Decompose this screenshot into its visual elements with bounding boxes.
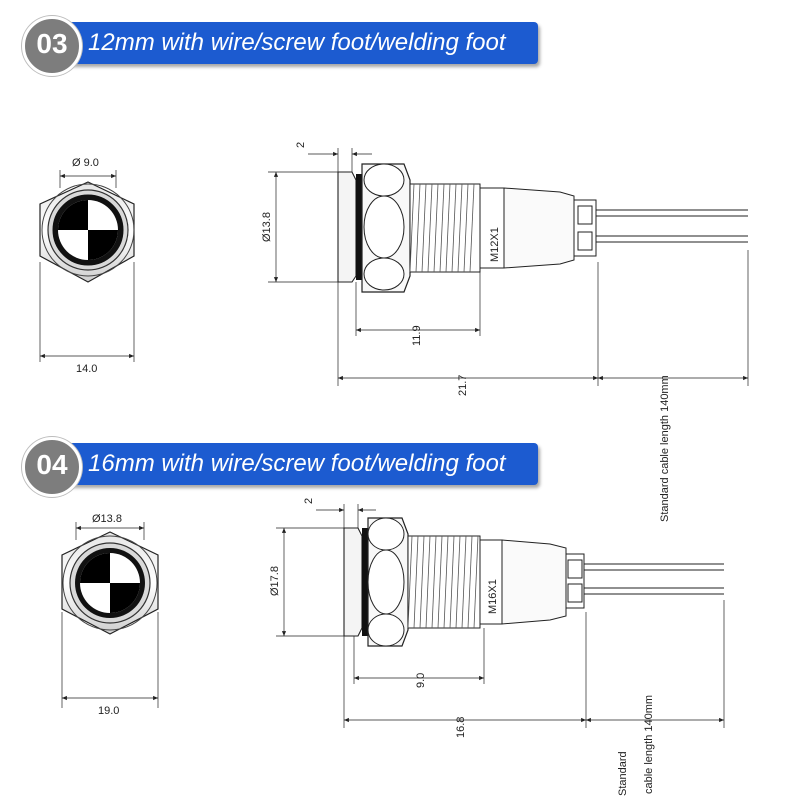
side-view-03: M12X1 Ø13.8 2 11.9 21.7 Standard cable l <box>261 142 749 522</box>
section-03-title: 12mm with wire/screw foot/welding foot <box>88 29 506 56</box>
section-03-title-bar: 12mm with wire/screw foot/welding foot <box>68 22 538 64</box>
section-04-title-bar: 16mm with wire/screw foot/welding foot <box>68 443 538 485</box>
section-04-title: 16mm with wire/screw foot/welding foot <box>88 450 506 477</box>
thread-label-03: M12X1 <box>489 227 501 262</box>
thread-label-04: M16X1 <box>487 579 499 614</box>
section-04-badge: 04 <box>22 437 82 497</box>
section-03-badge: 03 <box>22 16 82 76</box>
cable-length-04-line1: Standard <box>617 751 629 796</box>
total-length-03: 21.7 <box>457 375 469 396</box>
cable-length-04-line2: cable length 140mm <box>643 695 655 794</box>
total-length-04: 16.8 <box>455 717 467 738</box>
front-diameter-03: Ø 9.0 <box>72 157 99 169</box>
front-view-03: Ø 9.0 14.0 <box>39 157 135 375</box>
side-view-04: M16X1 Ø17.8 2 9.0 16.8 Standard cable le… <box>269 498 725 796</box>
nut-length-04: 9.0 <box>415 673 427 688</box>
front-diameter-04: Ø13.8 <box>92 513 122 525</box>
side-diameter-03: Ø13.8 <box>261 212 273 242</box>
side-diameter-04: Ø17.8 <box>269 566 281 596</box>
nut-length-03: 11.9 <box>411 325 423 346</box>
front-width-03: 14.0 <box>76 363 97 375</box>
bezel-dim-04: 2 <box>303 498 315 504</box>
bezel-dim-03: 2 <box>295 142 307 148</box>
front-view-04: Ø13.8 19.0 <box>61 513 159 717</box>
section-04-banner: 04 16mm with wire/screw foot/welding foo… <box>22 437 542 497</box>
section-03-banner: 03 12mm with wire/screw foot/welding foo… <box>22 16 542 76</box>
cable-length-03: Standard cable length 140mm <box>659 375 671 522</box>
front-width-04: 19.0 <box>98 705 119 717</box>
